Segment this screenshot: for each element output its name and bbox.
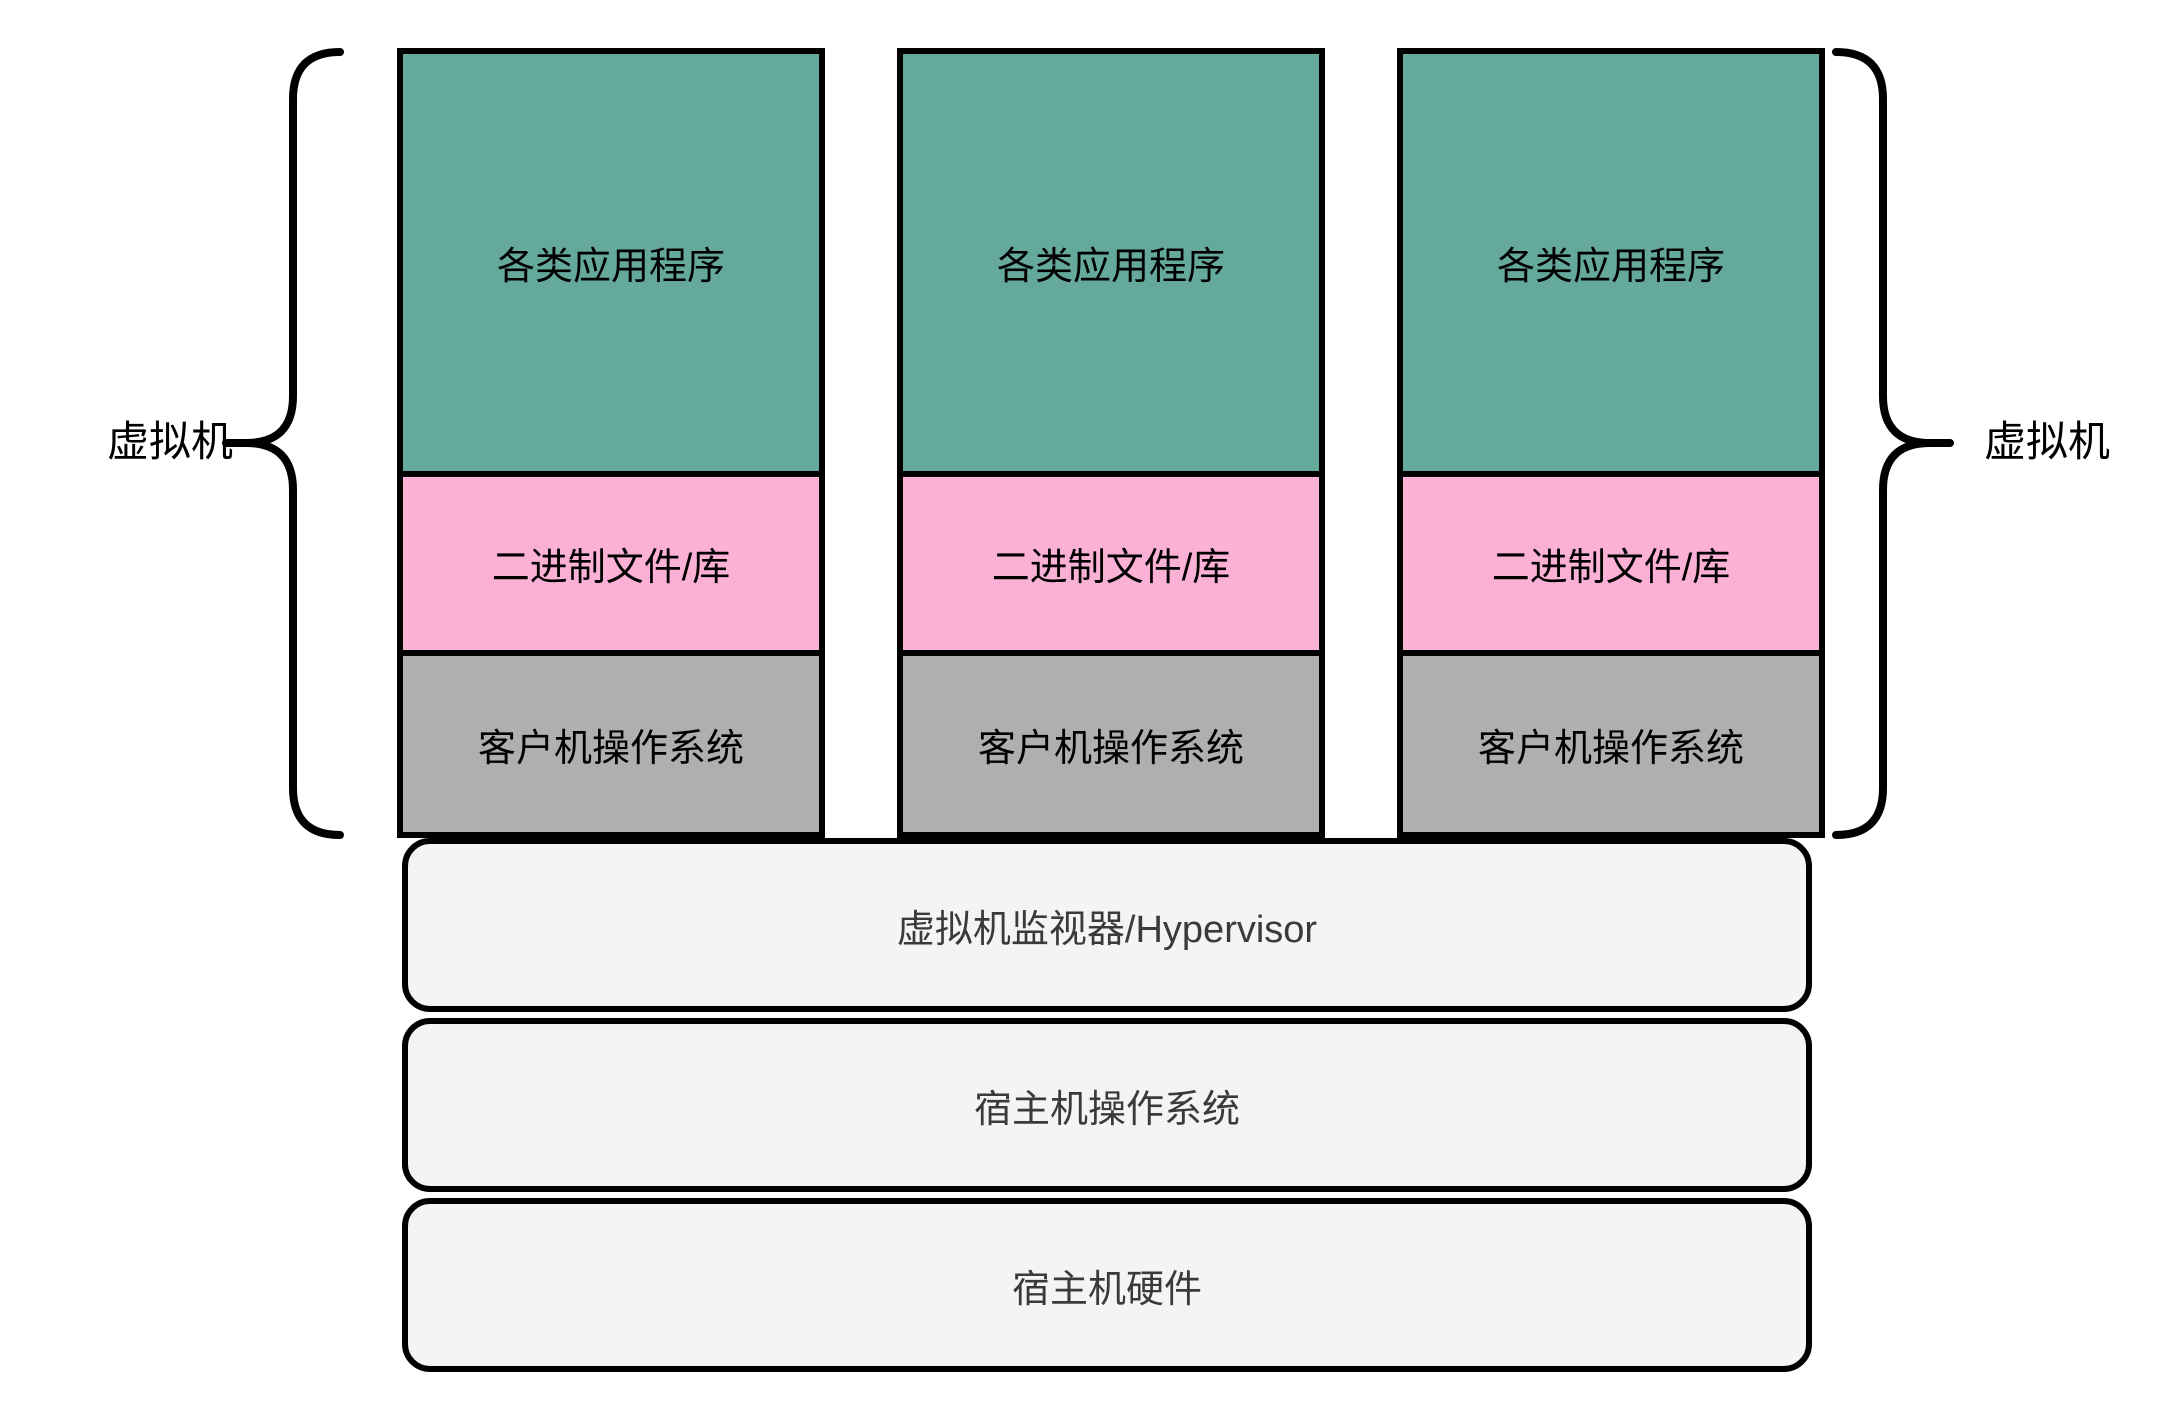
right-brace	[1832, 48, 1934, 839]
app-layer-box: 各类应用程序	[397, 48, 825, 477]
binaries-layer-box: 二进制文件/库	[897, 471, 1325, 656]
guest-os-layer-box: 客户机操作系统	[1397, 650, 1825, 838]
app-layer-box: 各类应用程序	[897, 48, 1325, 477]
left-vm-label: 虚拟机	[106, 418, 233, 465]
app-layer-box: 各类应用程序	[1397, 48, 1825, 477]
host-hardware-layer-box: 宿主机硬件	[402, 1198, 1812, 1372]
right-vm-label: 虚拟机	[1983, 418, 2110, 465]
guest-os-layer-box: 客户机操作系统	[397, 650, 825, 838]
vm-column-2: 各类应用程序 二进制文件/库 客户机操作系统	[897, 48, 1325, 838]
hypervisor-layer-box: 虚拟机监视器/Hypervisor	[402, 838, 1812, 1012]
vm-column-3: 各类应用程序 二进制文件/库 客户机操作系统	[1397, 48, 1825, 838]
vm-column-1: 各类应用程序 二进制文件/库 客户机操作系统	[397, 48, 825, 838]
left-brace	[242, 48, 344, 839]
binaries-layer-box: 二进制文件/库	[397, 471, 825, 656]
binaries-layer-box: 二进制文件/库	[1397, 471, 1825, 656]
guest-os-layer-box: 客户机操作系统	[897, 650, 1325, 838]
host-os-layer-box: 宿主机操作系统	[402, 1018, 1812, 1192]
